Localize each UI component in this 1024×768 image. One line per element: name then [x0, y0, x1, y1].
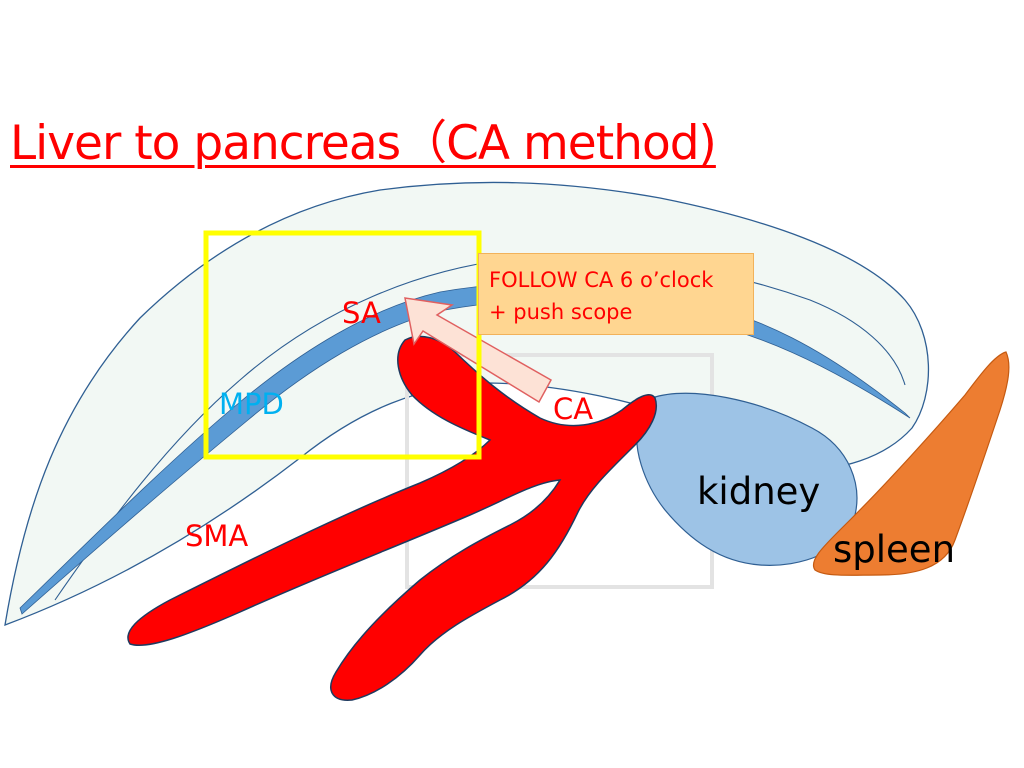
label-spleen: spleen	[833, 528, 956, 571]
callout-line-2: + push scope	[489, 300, 633, 324]
label-sa: SA	[342, 296, 381, 330]
label-ca: CA	[553, 392, 594, 426]
label-sma: SMA	[185, 519, 249, 553]
main-pancreatic-duct	[19, 282, 911, 615]
spleen-shape	[812, 351, 1010, 576]
celiac-artery-vessels	[127, 335, 657, 701]
callout-box: FOLLOW CA 6 o’clock + push scope	[478, 253, 754, 335]
highlight-box	[203, 230, 482, 460]
slide-title: Liver to pancreas（CA method)	[10, 116, 717, 171]
callout-line-1: FOLLOW CA 6 o’clock	[489, 268, 714, 292]
label-kidney: kidney	[697, 470, 821, 513]
label-mpd: MPD	[219, 387, 284, 421]
